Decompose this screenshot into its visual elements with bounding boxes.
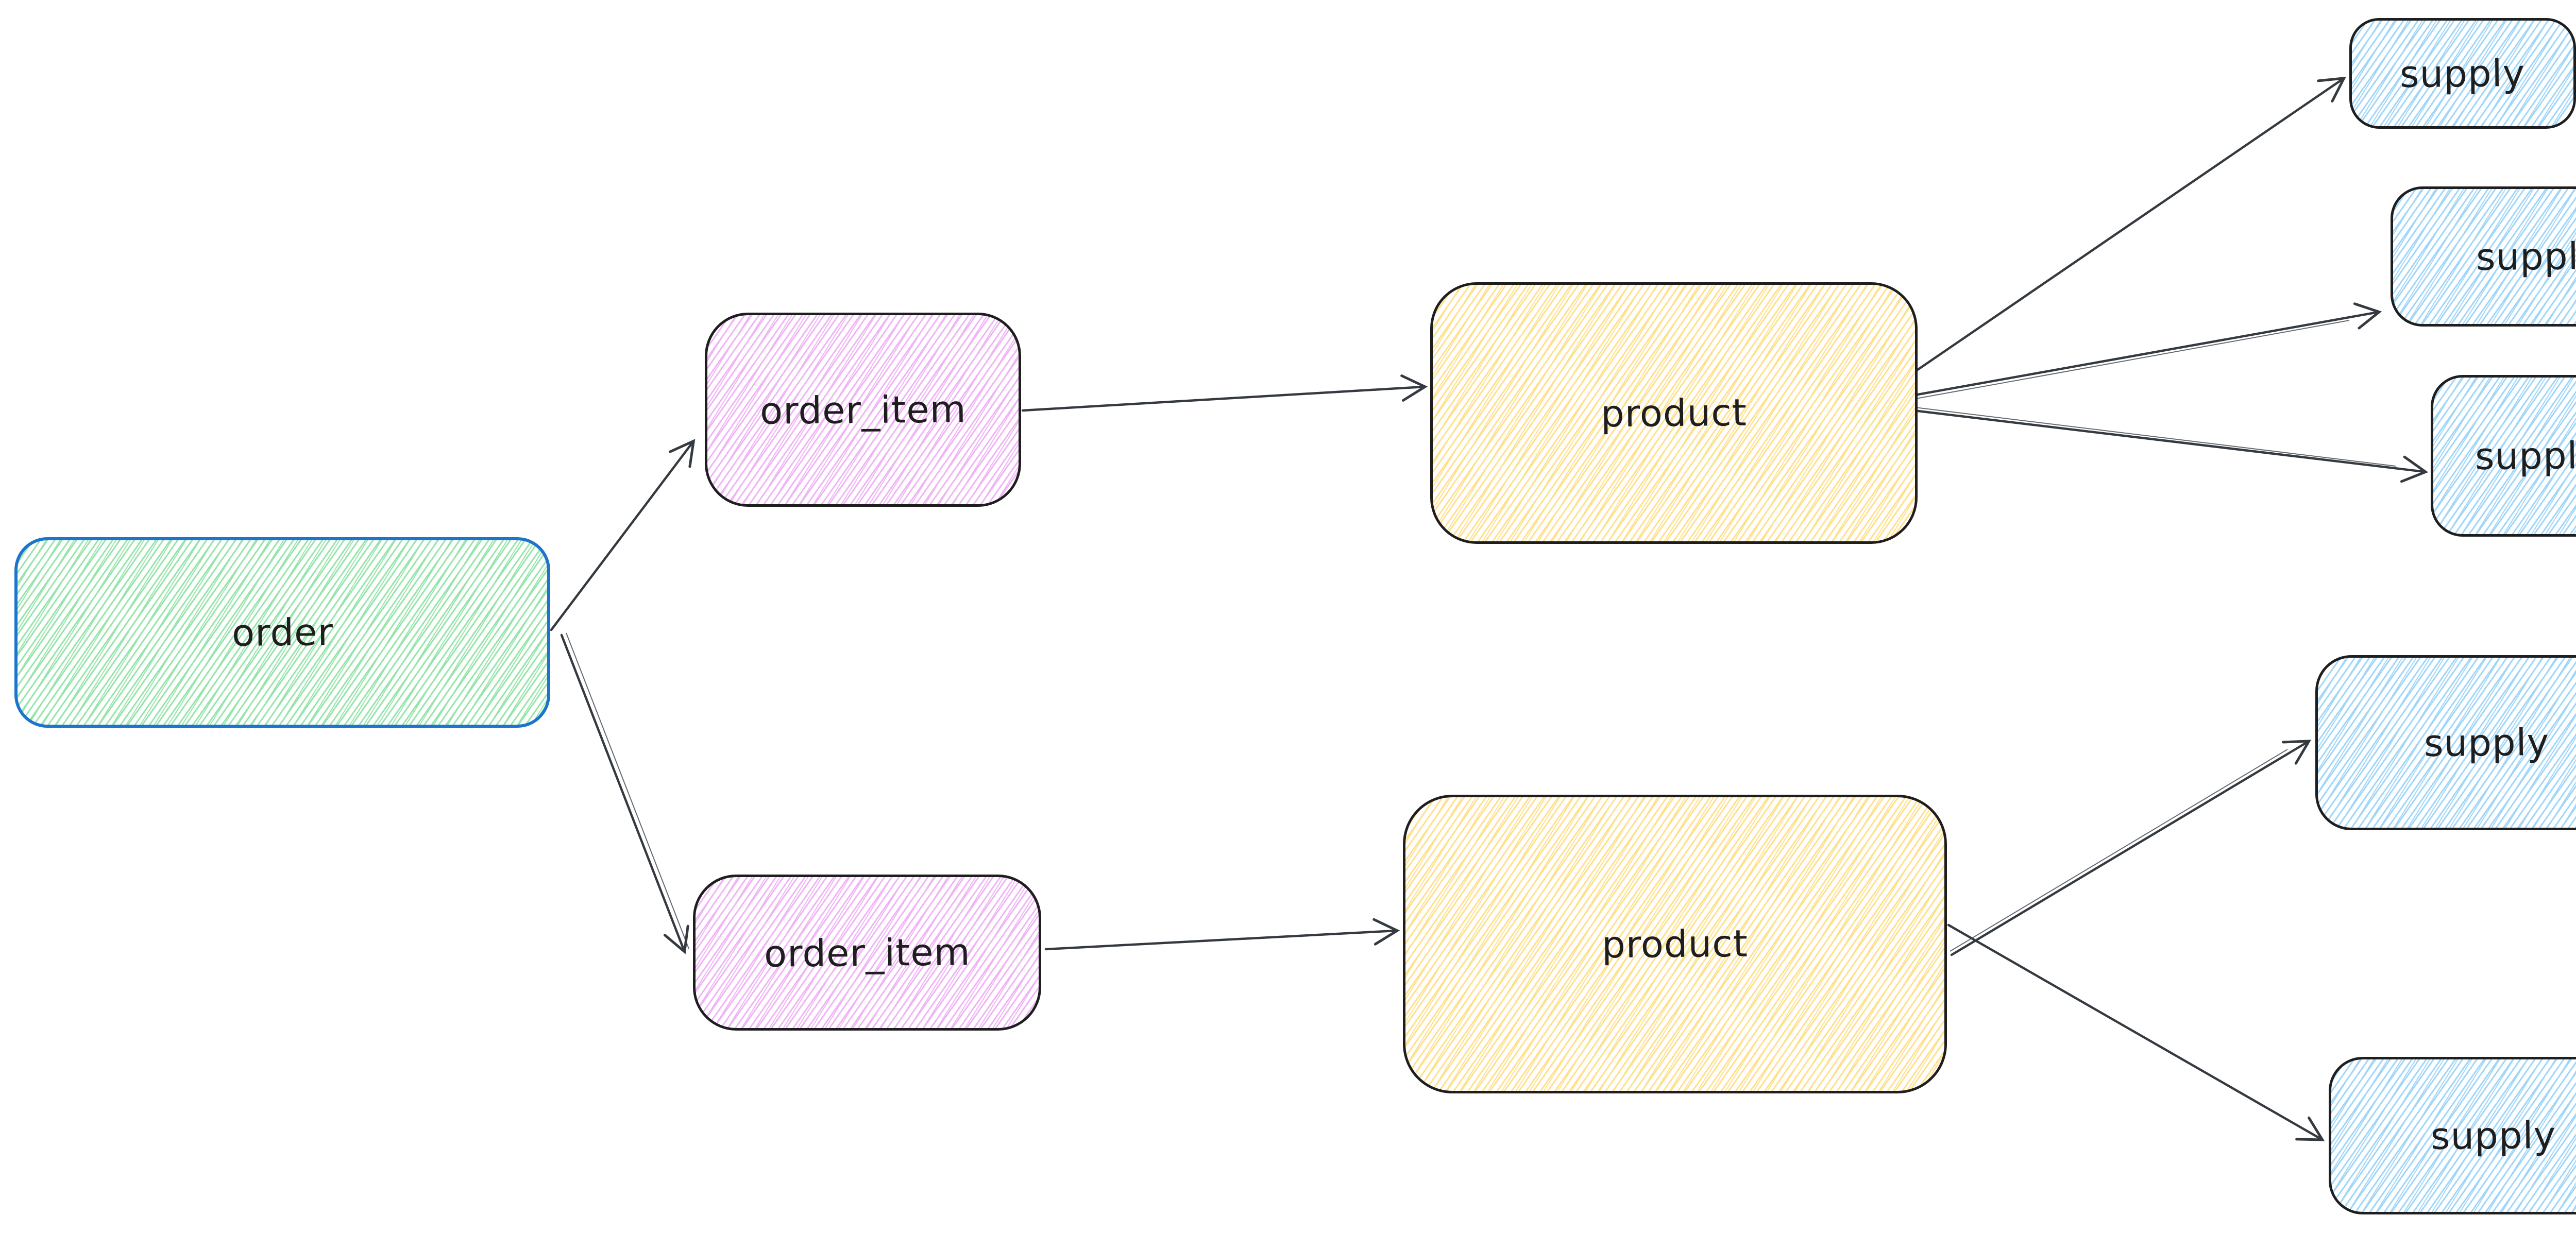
node-order-item-1-label: order_item — [759, 387, 967, 433]
node-supply-1[interactable]: supply — [2349, 18, 2576, 129]
arrow-order-item-1-to-product-1[interactable] — [1021, 374, 1428, 412]
arrow-product-1-to-supply-3[interactable] — [1908, 408, 2429, 483]
arrow-product-1-to-supply-2[interactable] — [1905, 302, 2382, 398]
node-supply-2[interactable]: supply — [2391, 186, 2576, 327]
arrow-product-2-to-supply-5[interactable] — [1947, 923, 2325, 1141]
arrow-order-to-order-item-2-sketch — [566, 632, 689, 949]
node-product-1-label: product — [1600, 390, 1748, 436]
node-product-2-label: product — [1601, 921, 1749, 967]
node-product-1[interactable]: product — [1430, 282, 1918, 544]
node-supply-3[interactable]: supply — [2431, 375, 2576, 537]
node-supply-5[interactable]: supply — [2329, 1057, 2576, 1214]
node-order-item-1[interactable]: order_item — [705, 313, 1021, 507]
arrow-product-2-to-supply-4[interactable] — [1950, 740, 2312, 956]
node-supply-4-label: supply — [2424, 720, 2550, 765]
node-order[interactable]: order — [14, 537, 550, 728]
arrow-order-to-order-item-2[interactable] — [560, 633, 689, 954]
node-supply-3-label: supply — [2475, 433, 2576, 478]
arrow-product-1-to-supply-1[interactable] — [1905, 76, 2346, 379]
node-supply-1-label: supply — [2400, 51, 2526, 96]
node-supply-4[interactable]: supply — [2315, 655, 2576, 830]
node-supply-2-label: supply — [2476, 234, 2576, 279]
arrow-order-to-order-item-1[interactable] — [550, 439, 696, 631]
arrow-order-item-2-to-product-2[interactable] — [1044, 918, 1400, 951]
arrow-product-1-to-supply-3-sketch — [1910, 406, 2396, 467]
node-supply-5-label: supply — [2431, 1113, 2556, 1158]
node-product-2[interactable]: product — [1403, 795, 1947, 1093]
node-order-item-2[interactable]: order_item — [693, 875, 1041, 1031]
arrow-product-2-to-supply-4-sketch — [1950, 749, 2288, 952]
node-order-label: order — [231, 610, 333, 655]
node-order-item-2-label: order_item — [764, 930, 971, 975]
